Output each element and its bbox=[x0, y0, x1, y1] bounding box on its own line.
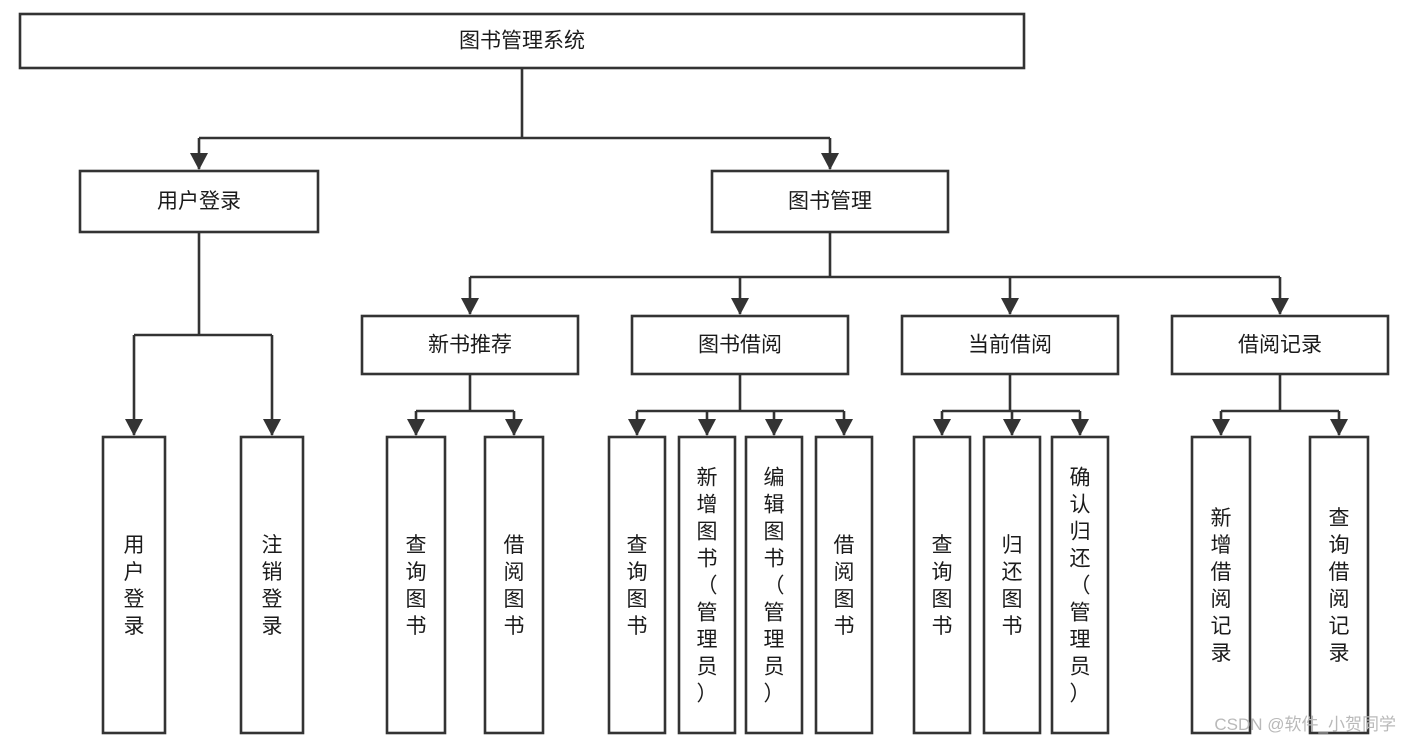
node-leaf-1[interactable]: 注销登录 bbox=[239, 435, 305, 735]
node-root-book-management-system-label: 图书管理系统 bbox=[459, 30, 585, 53]
arrow-head-icon bbox=[1271, 298, 1289, 315]
node-leaf-7[interactable]: 借阅图书 bbox=[814, 435, 874, 735]
arrow-head-icon bbox=[731, 298, 749, 315]
node-leaf-3[interactable]: 借阅图书 bbox=[483, 435, 545, 735]
arrow-head-icon bbox=[1001, 298, 1019, 315]
node-boxes: 图书管理系统用户登录图书管理新书推荐图书借阅当前借阅借阅记录用户登录注销登录查询… bbox=[18, 12, 1390, 735]
node-leaf-4-label: 查询图书 bbox=[627, 534, 648, 638]
node-leaf-9-rect[interactable] bbox=[982, 435, 1042, 735]
arrow-head-icon bbox=[190, 153, 208, 170]
node-leaf-11[interactable]: 新增借阅记录 bbox=[1190, 435, 1252, 735]
node-leaf-9-label: 归还图书 bbox=[1002, 534, 1023, 638]
node-leaf-5[interactable]: 新增图书（管理员） bbox=[677, 435, 737, 735]
arrow-head-icon bbox=[933, 419, 951, 436]
csdn-watermark: CSDN @软件_小贺同学 bbox=[1214, 715, 1396, 734]
arrow-head-icon bbox=[1212, 419, 1230, 436]
node-leaf-7-label: 借阅图书 bbox=[834, 534, 855, 638]
node-leaf-11-label: 新增借阅记录 bbox=[1211, 507, 1232, 665]
arrow-head-icon bbox=[263, 419, 281, 436]
node-leaf-1-rect[interactable] bbox=[239, 435, 305, 735]
node-leaf-5-rect[interactable] bbox=[677, 435, 737, 735]
node-leaf-3-rect[interactable] bbox=[483, 435, 545, 735]
node-leaf-8-rect[interactable] bbox=[912, 435, 972, 735]
node-level3-2-label: 当前借阅 bbox=[968, 334, 1052, 357]
node-leaf-8[interactable]: 查询图书 bbox=[912, 435, 972, 735]
node-leaf-2-label: 查询图书 bbox=[406, 534, 427, 638]
node-leaf-6[interactable]: 编辑图书（管理员） bbox=[744, 435, 804, 735]
node-leaf-0-label: 用户登录 bbox=[124, 534, 145, 638]
node-level3-1-rect[interactable] bbox=[630, 314, 850, 376]
arrow-head-icon bbox=[835, 419, 853, 436]
node-leaf-10[interactable]: 确认归还（管理员） bbox=[1050, 435, 1110, 735]
arrow-head-icon bbox=[628, 419, 646, 436]
node-level2-0-label: 用户登录 bbox=[157, 190, 241, 213]
node-leaf-10-rect[interactable] bbox=[1050, 435, 1110, 735]
node-leaf-10-label: 确认归还（管理员） bbox=[1070, 467, 1091, 706]
arrow-head-icon bbox=[407, 419, 425, 436]
arrow-head-icon bbox=[1330, 419, 1348, 436]
node-level2-1[interactable]: 图书管理 bbox=[710, 169, 950, 234]
node-root-book-management-system[interactable]: 图书管理系统 bbox=[18, 12, 1026, 70]
arrow-head-icon bbox=[698, 419, 716, 436]
node-leaf-0[interactable]: 用户登录 bbox=[101, 435, 167, 735]
node-level3-3-rect[interactable] bbox=[1170, 314, 1390, 376]
node-leaf-4[interactable]: 查询图书 bbox=[607, 435, 667, 735]
node-leaf-2-rect[interactable] bbox=[385, 435, 447, 735]
node-level3-2-rect[interactable] bbox=[900, 314, 1120, 376]
arrow-head-icon bbox=[821, 153, 839, 170]
node-leaf-12[interactable]: 查询借阅记录 bbox=[1308, 435, 1370, 735]
connector-lines bbox=[125, 68, 1348, 436]
node-leaf-2[interactable]: 查询图书 bbox=[385, 435, 447, 735]
arrow-head-icon bbox=[461, 298, 479, 315]
node-level2-0-rect[interactable] bbox=[78, 169, 320, 234]
node-leaf-5-label: 新增图书（管理员） bbox=[697, 467, 718, 706]
node-level3-0-label: 新书推荐 bbox=[428, 334, 512, 357]
node-level3-3[interactable]: 借阅记录 bbox=[1170, 314, 1390, 376]
node-level3-1-label: 图书借阅 bbox=[698, 334, 782, 357]
node-leaf-4-rect[interactable] bbox=[607, 435, 667, 735]
node-leaf-7-rect[interactable] bbox=[814, 435, 874, 735]
node-level3-2[interactable]: 当前借阅 bbox=[900, 314, 1120, 376]
node-leaf-0-rect[interactable] bbox=[101, 435, 167, 735]
node-leaf-3-label: 借阅图书 bbox=[504, 534, 525, 638]
arrow-head-icon bbox=[765, 419, 783, 436]
node-leaf-12-rect[interactable] bbox=[1308, 435, 1370, 735]
node-leaf-12-label: 查询借阅记录 bbox=[1329, 507, 1350, 665]
node-level2-1-label: 图书管理 bbox=[788, 190, 872, 213]
arrow-head-icon bbox=[125, 419, 143, 436]
node-leaf-11-rect[interactable] bbox=[1190, 435, 1252, 735]
node-level3-0-rect[interactable] bbox=[360, 314, 580, 376]
arrow-head-icon bbox=[1003, 419, 1021, 436]
node-level2-1-rect[interactable] bbox=[710, 169, 950, 234]
arrow-head-icon bbox=[1071, 419, 1089, 436]
node-level2-0[interactable]: 用户登录 bbox=[78, 169, 320, 234]
arrow-head-icon bbox=[505, 419, 523, 436]
node-leaf-6-label: 编辑图书（管理员） bbox=[764, 467, 785, 706]
node-leaf-8-label: 查询图书 bbox=[932, 534, 953, 638]
node-level3-3-label: 借阅记录 bbox=[1238, 334, 1322, 357]
node-root-book-management-system-rect[interactable] bbox=[18, 12, 1026, 70]
node-leaf-6-rect[interactable] bbox=[744, 435, 804, 735]
node-level3-0[interactable]: 新书推荐 bbox=[360, 314, 580, 376]
node-leaf-1-label: 注销登录 bbox=[262, 534, 283, 638]
node-level3-1[interactable]: 图书借阅 bbox=[630, 314, 850, 376]
node-leaf-9[interactable]: 归还图书 bbox=[982, 435, 1042, 735]
